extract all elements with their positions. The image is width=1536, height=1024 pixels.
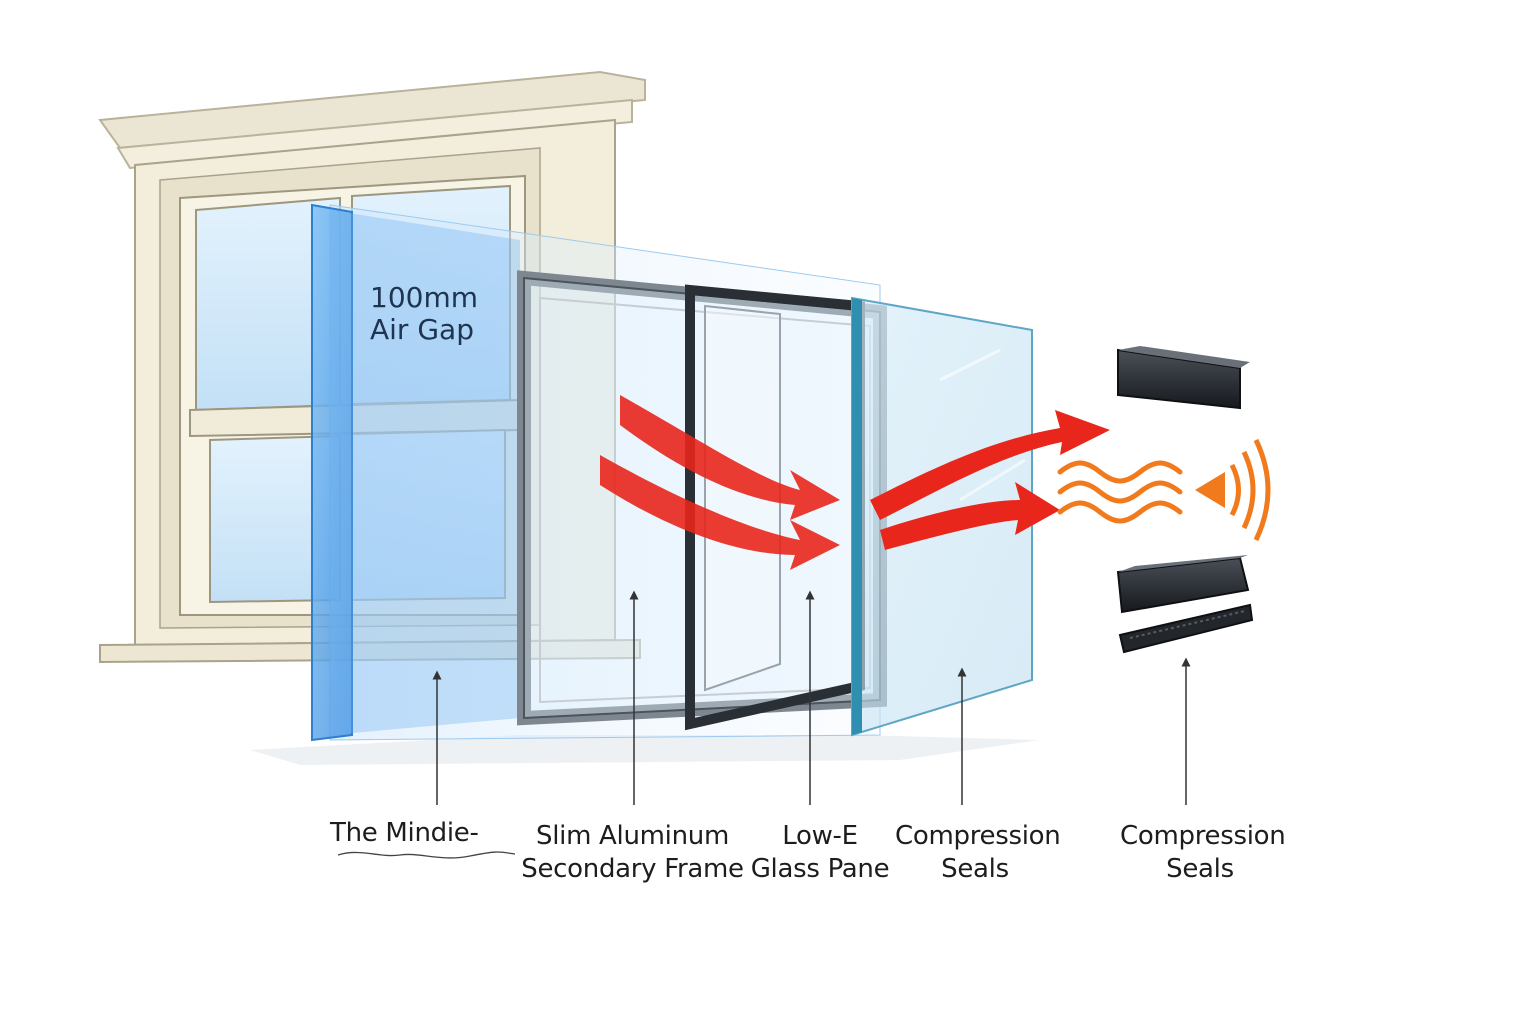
sound-wave: [1057, 460, 1183, 524]
compression-seal-strip-top: [1117, 346, 1250, 410]
speaker-icon: [1195, 438, 1271, 542]
label-aluminum-frame: Slim Aluminum Secondary Frame: [520, 820, 745, 886]
compression-seal-strip-bottom: [1118, 603, 1254, 654]
leader-lines: [432, 590, 1191, 805]
label-aluminum-frame-line2: Secondary Frame: [521, 854, 744, 884]
label-low-e-glass-line1: Low-E: [782, 821, 858, 851]
air-gap-text: Air Gap: [370, 313, 474, 346]
label-compression-seals-1-line1: Compression: [895, 821, 1061, 851]
air-gap-value: 100mm: [370, 281, 478, 314]
signature-squiggle: [337, 851, 516, 859]
label-compression-seals-2-line2: Seals: [1166, 854, 1234, 884]
floor-shadow: [250, 735, 1040, 765]
label-compression-seals-2-line1: Compression: [1120, 821, 1286, 851]
label-mindie: The Mindie-: [330, 817, 510, 850]
label-low-e-glass-line2: Glass Pane: [750, 854, 890, 884]
label-compression-seals-2: Compression Seals: [1120, 820, 1286, 886]
label-mindie-line1: The Mindie-: [330, 818, 479, 848]
mindie-panel: [311, 203, 520, 742]
label-compression-seals-1-line2: Seals: [941, 854, 1009, 884]
label-aluminum-frame-line1: Slim Aluminum: [536, 821, 729, 851]
heat-arrows: [600, 395, 1110, 570]
label-compression-seals-1: Compression Seals: [895, 820, 1061, 886]
air-gap-label: 100mm Air Gap: [370, 282, 478, 346]
compression-seal-strip-middle: [1116, 555, 1250, 614]
label-low-e-glass: Low-E Glass Pane: [745, 820, 895, 886]
